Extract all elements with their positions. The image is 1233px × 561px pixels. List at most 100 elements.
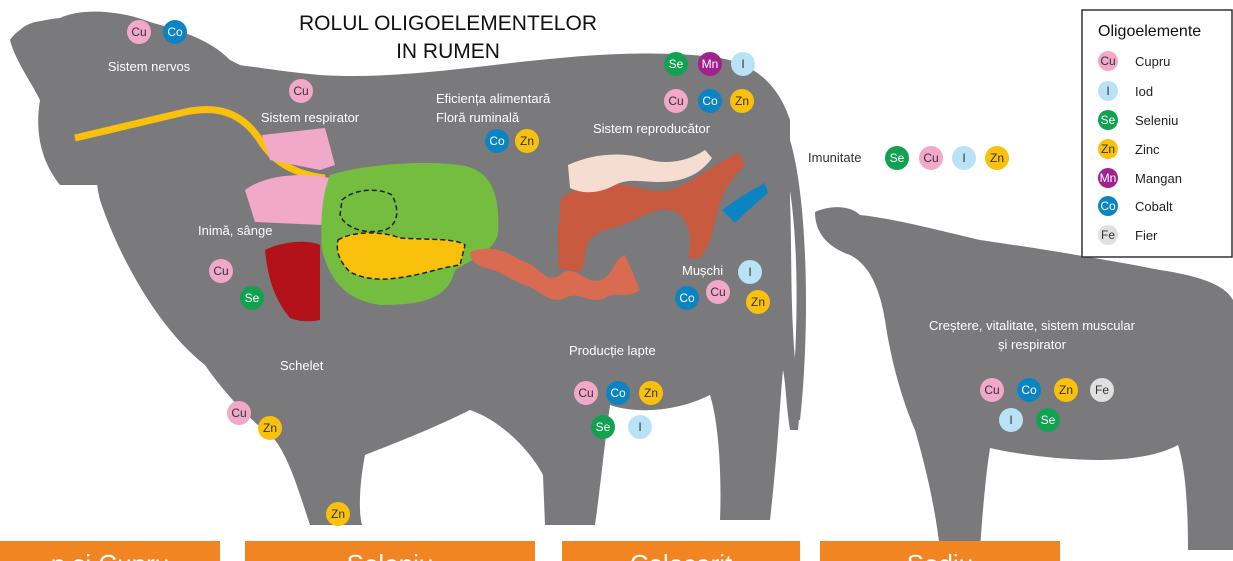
svg-text:I: I <box>1106 84 1109 98</box>
svg-text:Cu: Cu <box>578 386 593 400</box>
legend-item: Cu Cupru <box>1098 51 1170 71</box>
bottom-tabs: n și Cupru Seleniu Colecarit Sodiu <box>0 541 1060 561</box>
label-sistem-nervos: Sistem nervos <box>108 59 191 74</box>
svg-text:Fe: Fe <box>1095 383 1109 397</box>
svg-text:Cupru: Cupru <box>1135 54 1170 69</box>
svg-text:Co: Co <box>489 134 505 148</box>
svg-text:Zn: Zn <box>331 507 345 521</box>
label-calf-line-2: și respirator <box>998 337 1067 352</box>
label-muschi: Mușchi <box>682 263 723 278</box>
svg-text:Zinc: Zinc <box>1135 142 1160 157</box>
svg-text:Cu: Cu <box>231 406 246 420</box>
svg-text:Cu: Cu <box>710 285 725 299</box>
chip-fe: Fe <box>1090 378 1114 402</box>
chip-cu: Cu <box>706 280 730 304</box>
svg-text:Se: Se <box>1101 113 1116 127</box>
chip-cu: Cu <box>919 146 943 170</box>
chip-co: Co <box>1017 378 1041 402</box>
label-copite: Copite <box>360 493 398 508</box>
svg-text:Co: Co <box>702 94 718 108</box>
svg-text:Fe: Fe <box>1101 228 1115 242</box>
chip-se: Se <box>664 52 688 76</box>
tab-1-label: n și Cupru <box>51 549 170 561</box>
chip-i: I <box>628 415 652 439</box>
svg-text:Fier: Fier <box>1135 228 1158 243</box>
svg-text:Cu: Cu <box>131 25 146 39</box>
label-productie-lapte: Producție lapte <box>569 343 656 358</box>
chip-cu: Cu <box>227 401 251 425</box>
label-sistem-respirator: Sistem respirator <box>261 110 360 125</box>
chip-zn: Zn <box>639 381 663 405</box>
svg-text:Seleniu: Seleniu <box>1135 113 1178 128</box>
svg-text:Se: Se <box>245 291 260 305</box>
svg-text:Co: Co <box>1100 199 1116 213</box>
svg-text:Cu: Cu <box>668 94 683 108</box>
svg-text:Co: Co <box>610 386 626 400</box>
chip-zn: Zn <box>1054 378 1078 402</box>
svg-text:Cu: Cu <box>923 151 938 165</box>
label-eficienta: Eficiența alimentară <box>436 91 551 106</box>
chip-se: Se <box>1036 408 1060 432</box>
svg-text:Se: Se <box>890 151 905 165</box>
svg-text:Mangan: Mangan <box>1135 171 1182 186</box>
svg-text:Zn: Zn <box>520 134 534 148</box>
title-line-2: IN RUMEN <box>396 40 500 63</box>
svg-text:Co: Co <box>1021 383 1037 397</box>
chip-i: I <box>999 408 1023 432</box>
tab-4-label: Sodiu <box>907 549 974 561</box>
svg-text:Se: Se <box>669 57 684 71</box>
chip-se: Se <box>885 146 909 170</box>
chip-cu: Cu <box>664 89 688 113</box>
svg-text:I: I <box>962 151 965 165</box>
svg-text:Se: Se <box>1041 413 1056 427</box>
svg-text:Co: Co <box>679 291 695 305</box>
label-schelet: Schelet <box>280 358 324 373</box>
svg-text:Co: Co <box>167 25 183 39</box>
svg-text:Zn: Zn <box>735 94 749 108</box>
legend-item: Co Cobalt <box>1098 196 1173 216</box>
legend-box <box>1082 10 1232 257</box>
svg-text:Zn: Zn <box>644 386 658 400</box>
svg-text:I: I <box>741 57 744 71</box>
svg-text:I: I <box>1009 413 1012 427</box>
svg-text:Cobalt: Cobalt <box>1135 199 1173 214</box>
chip-cu: Cu <box>289 79 313 103</box>
chip-zn: Zn <box>730 89 754 113</box>
label-calf-line-1: Creștere, vitalitate, sistem muscular <box>929 318 1136 333</box>
tab-3-label: Colecarit <box>630 549 733 561</box>
chip-zn: Zn <box>326 502 350 526</box>
chip-zn: Zn <box>985 146 1009 170</box>
chip-mn: Mn <box>698 52 722 76</box>
chip-zn: Zn <box>746 290 770 314</box>
svg-text:I: I <box>748 265 751 279</box>
chip-i: I <box>738 260 762 284</box>
chip-co: Co <box>606 381 630 405</box>
chip-co: Co <box>485 129 509 153</box>
chip-i: I <box>731 52 755 76</box>
chip-zn: Zn <box>258 416 282 440</box>
svg-text:Zn: Zn <box>990 151 1004 165</box>
svg-text:Cu: Cu <box>293 84 308 98</box>
svg-text:Zn: Zn <box>751 295 765 309</box>
legend-title: Oligoelemente <box>1098 23 1201 40</box>
svg-text:Cu: Cu <box>1100 54 1115 68</box>
chip-zn: Zn <box>515 129 539 153</box>
chip-se: Se <box>240 286 264 310</box>
tab-2-label: Seleniu <box>347 549 434 561</box>
svg-text:Zn: Zn <box>1059 383 1073 397</box>
title-line-1: ROLUL OLIGOELEMENTELOR <box>299 12 597 35</box>
chip-i: I <box>952 146 976 170</box>
svg-text:Zn: Zn <box>1101 142 1115 156</box>
svg-text:Zn: Zn <box>263 421 277 435</box>
legend-item: Se Seleniu <box>1098 110 1178 130</box>
calf-silhouette <box>815 207 1233 550</box>
chip-cu: Cu <box>127 20 151 44</box>
chip-cu: Cu <box>980 378 1004 402</box>
chip-se: Se <box>591 415 615 439</box>
chip-cu: Cu <box>574 381 598 405</box>
label-flora: Floră ruminală <box>436 110 520 125</box>
svg-text:Cu: Cu <box>984 383 999 397</box>
label-imunitate: Imunitate <box>808 150 861 165</box>
svg-text:Mn: Mn <box>702 57 719 71</box>
